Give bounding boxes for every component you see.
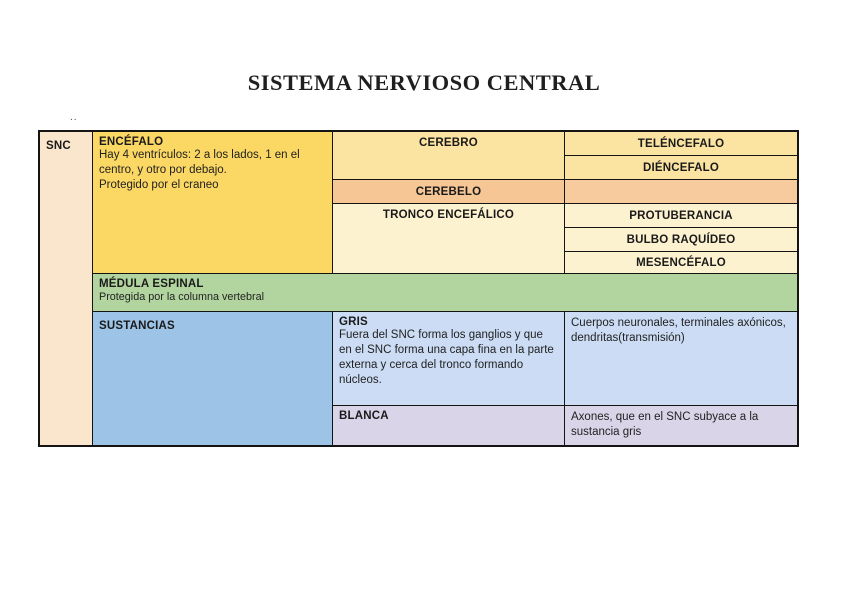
sustancias-label: SUSTANCIAS	[99, 320, 175, 332]
encefalo-line2: Protegido por el craneo	[99, 179, 219, 191]
cell-cerebelo-empty	[565, 180, 797, 204]
cell-gris: GRIS Fuera del SNC forma los ganglios y …	[333, 312, 565, 406]
cell-sustancias: SUSTANCIAS	[93, 312, 333, 445]
encefalo-line1: Hay 4 ventrículos: 2 a los lados, 1 en e…	[99, 149, 300, 176]
gris-title: GRIS	[339, 316, 368, 328]
snc-table: SNC ENCÉFALO Hay 4 ventrículos: 2 a los …	[38, 130, 799, 447]
cell-protuberancia: PROTUBERANCIA	[565, 204, 797, 228]
bulbo-label: BULBO RAQUÍDEO	[626, 233, 736, 246]
mesencefalo-label: MESENCÉFALO	[636, 256, 726, 269]
page-title: SISTEMA NERVIOSO CENTRAL	[247, 70, 601, 95]
cerebro-label: CEREBRO	[419, 137, 478, 149]
encefalo-title: ENCÉFALO	[99, 136, 164, 148]
cell-cerebro: CEREBRO	[333, 132, 565, 180]
tronco-label: TRONCO ENCEFÁLICO	[382, 209, 515, 221]
cell-blanca: BLANCA	[333, 406, 565, 445]
blanca-title: BLANCA	[339, 410, 389, 422]
axones-body: Axones, que en el SNC subyace a la susta…	[571, 411, 759, 438]
cell-tronco-encefalico: TRONCO ENCEFÁLICO	[333, 204, 565, 274]
cell-cerebelo: CEREBELO	[333, 180, 565, 204]
cuerpos-body: Cuerpos neuronales, terminales axónicos,…	[571, 317, 786, 344]
medula-title: MÉDULA ESPINAL	[99, 278, 204, 290]
gris-body: Fuera del SNC forma los ganglios y que e…	[339, 329, 554, 386]
cell-encefalo: ENCÉFALO Hay 4 ventrículos: 2 a los lado…	[93, 132, 333, 274]
cell-telencefalo: TELÉNCEFALO	[565, 132, 797, 156]
cell-snc: SNC	[40, 132, 93, 445]
protuberancia-label: PROTUBERANCIA	[629, 209, 733, 222]
cell-bulbo-raquideo: BULBO RAQUÍDEO	[565, 228, 797, 252]
stray-mark: ..	[70, 112, 78, 123]
snc-label: SNC	[46, 140, 71, 152]
cell-medula-espinal: MÉDULA ESPINAL Protegida por la columna …	[93, 274, 797, 312]
telencefalo-label: TELÉNCEFALO	[637, 137, 725, 150]
cell-axones: Axones, que en el SNC subyace a la susta…	[565, 406, 797, 445]
cell-mesencefalo: MESENCÉFALO	[565, 252, 797, 274]
cell-diencefalo: DIÉNCEFALO	[565, 156, 797, 180]
diencefalo-label: DIÉNCEFALO	[642, 161, 720, 174]
medula-subtitle: Protegida por la columna vertebral	[99, 291, 265, 303]
cell-cuerpos-neuronales: Cuerpos neuronales, terminales axónicos,…	[565, 312, 797, 406]
cerebelo-label: CEREBELO	[415, 185, 482, 198]
